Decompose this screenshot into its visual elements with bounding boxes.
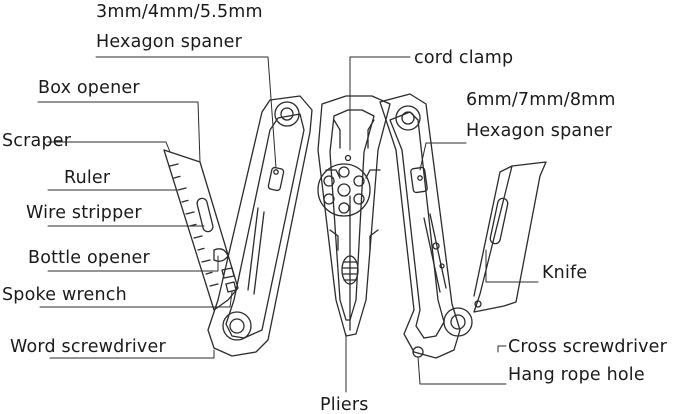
label-wire-stripper: Wire stripper [26, 203, 142, 223]
leader-hex-small [95, 56, 277, 169]
leader-cross-screwdriver [497, 345, 507, 353]
leader-hang-rope-hole [417, 356, 507, 385]
knife-blade [473, 161, 547, 313]
pliers [317, 95, 391, 337]
label-box-opener: Box opener [38, 78, 140, 98]
label-hex-small-size: 3mm/4mm/5.5mm [96, 2, 263, 22]
label-scraper: Scraper [2, 131, 72, 151]
label-ruler: Ruler [64, 168, 111, 188]
label-word-screwdriver: Word screwdriver [10, 337, 166, 357]
leader-box-opener [37, 101, 201, 163]
label-hex-large-name: Hexagon spaner [466, 121, 612, 141]
label-bottle-opener: Bottle opener [28, 248, 150, 268]
label-hex-small-name: Hexagon spaner [96, 32, 242, 52]
right-handle [379, 93, 473, 359]
ruler-scraper-blade [163, 149, 239, 311]
leader-word-screwdriver [49, 349, 215, 359]
label-pliers: Pliers [320, 395, 369, 414]
label-cross-screwdriver: Cross screwdriver [508, 337, 668, 357]
leader-cord-clamp [349, 56, 411, 151]
leader-hex-large [419, 142, 467, 171]
leader-scraper [47, 141, 171, 153]
leader-spoke-wrench [39, 291, 233, 308]
leader-knife [485, 249, 539, 283]
label-spoke-wrench: Spoke wrench [2, 285, 127, 305]
leader-bottle-opener [47, 255, 219, 272]
label-hex-large-size: 6mm/7mm/8mm [466, 90, 616, 110]
left-handle [207, 95, 313, 357]
label-cord-clamp: cord clamp [414, 48, 514, 68]
label-knife: Knife [542, 263, 588, 283]
leader-lines [37, 56, 539, 393]
label-hang-rope-hole: Hang rope hole [508, 365, 645, 385]
